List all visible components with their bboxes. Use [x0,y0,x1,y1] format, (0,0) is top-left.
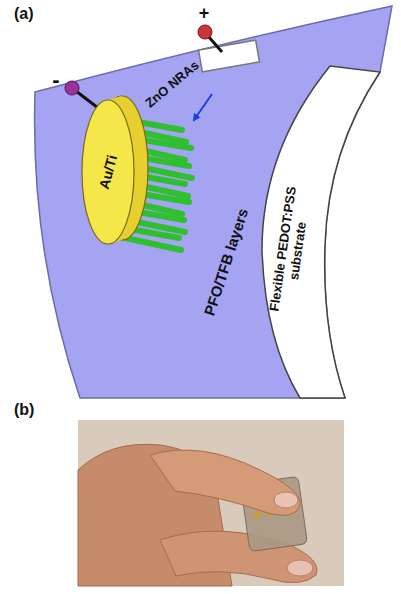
nanorods-electrodes [0,0,401,400]
panel-label: (b) [14,402,34,418]
polarity-sign: - [52,69,59,91]
polarity-sign: + [199,4,210,22]
electrode-disk: Au/Ti [72,96,162,248]
substrate-sheet: PFO/TFB layersFlexible PEDOT:PSS substra… [0,0,401,400]
disk-outline [72,96,162,248]
panel-label: (a) [14,6,34,22]
